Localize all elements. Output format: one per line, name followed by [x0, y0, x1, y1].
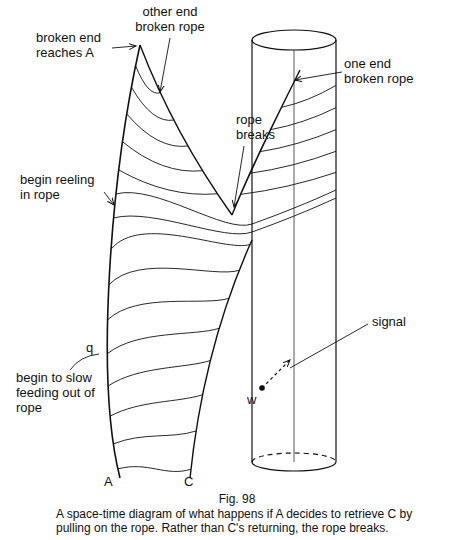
event-label: rope breaks: [236, 112, 286, 142]
worldline-a: [107, 45, 140, 478]
leader-line: [70, 354, 99, 370]
rope-strand: [107, 328, 219, 353]
leader-line: [295, 72, 342, 80]
leader-line: [112, 46, 136, 48]
event-label: broken end reaches A: [36, 30, 112, 60]
signal-ray: [262, 360, 290, 388]
leader-line: [234, 146, 244, 207]
event-label: begin reeling in rope: [20, 172, 104, 202]
figure-caption: A space-time diagram of what happens if …: [56, 507, 426, 535]
cylinder-side: [335, 40, 336, 462]
cylinder-top: [252, 30, 336, 50]
cylinder-bottom: [252, 462, 336, 471]
rope-strand: [250, 151, 336, 173]
rope-strand: [118, 467, 191, 472]
figure-number: Fig. 98: [0, 492, 474, 506]
rope-strand: [114, 216, 252, 234]
event-name: w: [247, 392, 261, 407]
rope-end-label: one end broken rope: [344, 56, 428, 86]
rope-strand: [252, 198, 336, 232]
rope-strand: [136, 66, 161, 93]
rope-strand: [119, 170, 217, 194]
rope-strand: [127, 114, 188, 146]
leader-line: [290, 324, 368, 368]
rope-strand: [108, 298, 229, 320]
rope-strand: [108, 361, 210, 386]
worldline-name: C: [184, 474, 198, 489]
rope-end-label: other end broken rope: [128, 4, 212, 34]
rope-strand: [270, 108, 336, 130]
event-name: q: [86, 340, 100, 355]
rope-strand: [111, 234, 250, 249]
worldline-name: A: [104, 474, 118, 489]
cylinder-axis: [294, 50, 295, 462]
signal-label: signal: [372, 314, 432, 329]
broken-end-right: [232, 70, 300, 215]
leader-line: [104, 192, 114, 205]
broken-end-left: [140, 45, 232, 215]
rope-strand: [116, 193, 252, 226]
rope-strand: [281, 85, 336, 107]
worldline-c: [190, 240, 252, 478]
rope-strand: [252, 190, 336, 224]
rope-strand: [123, 142, 203, 171]
rope-strand: [113, 431, 196, 444]
leader-line: [160, 38, 170, 92]
event-label: begin to slow feeding out of rope: [16, 370, 100, 415]
rope-strand: [109, 268, 239, 285]
rope-strand: [241, 172, 337, 194]
rope-strand: [110, 395, 203, 416]
